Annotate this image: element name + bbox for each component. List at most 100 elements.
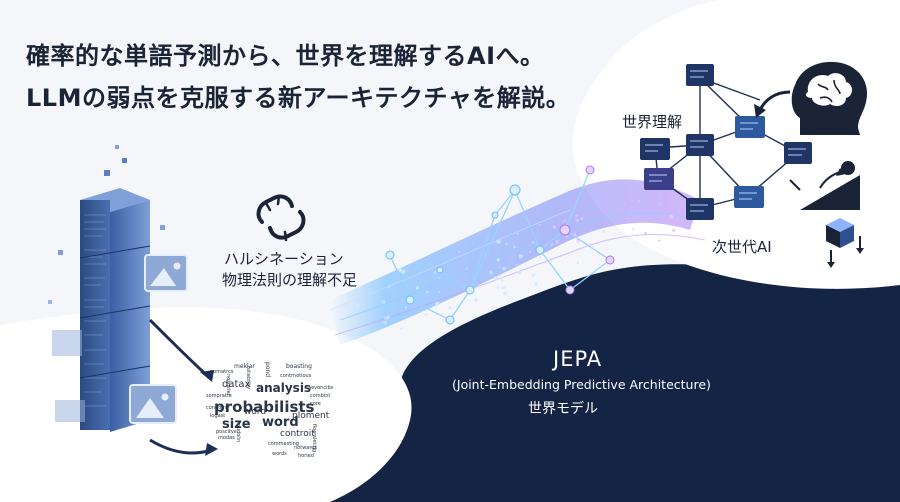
flow-particle: [438, 276, 441, 280]
word-cloud-term: notwares: [294, 445, 317, 451]
word-cloud-term: mudolin: [235, 422, 241, 443]
flow-particle: [576, 261, 579, 264]
flow-particle: [405, 306, 408, 309]
flow-particle: [489, 271, 493, 275]
flow-particle: [517, 270, 521, 275]
flow-particle: [597, 241, 600, 244]
flow-particle: [398, 268, 403, 272]
word-cloud-term: meklar: [234, 363, 255, 370]
word-cloud-term: modas: [218, 435, 235, 441]
word-cloud-term: logast: [210, 413, 226, 419]
jepa-full-name: (Joint-Embedding Predictive Architecture…: [452, 377, 711, 392]
flow-particle: [559, 239, 561, 241]
flow-particle: [684, 205, 687, 207]
navy-background: [330, 264, 900, 502]
word-cloud-term: roliability: [245, 366, 251, 390]
word-cloud-term: controit: [280, 429, 315, 439]
word-cloud-term: pond: [264, 362, 271, 378]
flow-particle: [575, 218, 579, 222]
flow-particle: [532, 241, 535, 244]
word-cloud-term: contrnotious: [280, 373, 312, 379]
next-gen-ai-label: 次世代AI: [712, 238, 772, 256]
word-cloud-term: poscitve: [216, 429, 237, 435]
flow-particle: [496, 258, 500, 262]
ramp-ball-icon: [789, 161, 860, 210]
word-cloud-term: boasting: [286, 363, 312, 370]
flow-particle: [386, 315, 390, 319]
flow-particle: [502, 266, 507, 271]
flow-particle: [531, 273, 536, 278]
flow-particle: [658, 239, 661, 242]
flow-particle: [511, 256, 513, 259]
flow-particle: [347, 294, 351, 298]
flow-particle: [381, 300, 386, 305]
flow-particle: [538, 223, 541, 226]
flow-particle: [355, 307, 359, 311]
flow-particle: [500, 286, 504, 290]
word-cloud-term: floorsleting: [311, 424, 317, 453]
word-cloud-term: aevoncibs: [308, 385, 334, 391]
flow-particle: [661, 216, 663, 218]
word-cloud-term: word: [262, 415, 299, 430]
flow-particle: [551, 242, 554, 245]
flow-particle: [496, 286, 500, 289]
arrowhead: [200, 370, 214, 382]
broken-chain-icon: [256, 194, 306, 242]
flow-particle: [555, 239, 559, 244]
flow-particle: [631, 227, 635, 231]
flow-particle: [563, 219, 566, 222]
word-cloud-term: nomatrcs: [210, 369, 234, 375]
word-cloud-term: probabilists: [214, 398, 315, 416]
flow-particle: [503, 291, 507, 295]
flow-particle: [415, 286, 420, 290]
flow-particle: [539, 256, 542, 259]
flow-particle: [465, 268, 468, 270]
flow-particle: [623, 202, 626, 205]
flow-particle: [458, 251, 460, 253]
node-points: [385, 165, 615, 325]
flow-particle: [383, 320, 387, 325]
arrowhead-3: [754, 104, 766, 118]
flow-particle: [344, 302, 346, 304]
flow-particle: [643, 231, 647, 235]
flow-particle: [550, 245, 552, 247]
word-cloud-term: horied: [298, 453, 314, 459]
flow-particle: [401, 269, 406, 274]
problem-hallucination: ハルシネーション: [224, 250, 344, 268]
flow-particle: [357, 303, 360, 307]
jepa-subtitle: 世界モデル: [528, 401, 598, 417]
image-icon-2: [129, 384, 177, 424]
flow-particle: [552, 225, 557, 229]
problem-physics: 物理法則の理解不足: [222, 271, 358, 289]
flow-particle: [474, 298, 478, 302]
flow-particle: [367, 332, 369, 335]
flow-particle: [575, 214, 579, 218]
word-cloud-term: condoms: [206, 405, 229, 411]
flow-particle: [602, 230, 605, 233]
flow-particle: [435, 301, 440, 306]
flow-particle: [549, 257, 553, 261]
headline-line-2: LLMの弱点を克服する新アーキテクチャを解説。: [26, 84, 571, 112]
flow-particle: [518, 254, 523, 259]
flow-particle: [435, 314, 437, 316]
flow-particle: [516, 232, 519, 235]
flow-particle: [496, 239, 501, 244]
flow-particle: [502, 286, 506, 290]
flow-particle: [424, 313, 428, 316]
flow-particle: [406, 285, 408, 287]
flow-particle: [493, 276, 498, 281]
flow-particle: [345, 304, 349, 308]
blurred-card: [52, 330, 85, 422]
flow-particle: [565, 235, 569, 238]
flow-particle: [513, 245, 516, 249]
word-cloud-term: word: [244, 407, 267, 417]
flow-particle: [438, 291, 441, 293]
text-data-tower: [48, 145, 165, 432]
word-cloud-term: size: [222, 417, 251, 432]
image-icon: [144, 254, 188, 292]
flow-particle: [669, 214, 674, 219]
word-cloud-term: sompratte: [206, 393, 232, 399]
flow-particle: [425, 290, 429, 294]
